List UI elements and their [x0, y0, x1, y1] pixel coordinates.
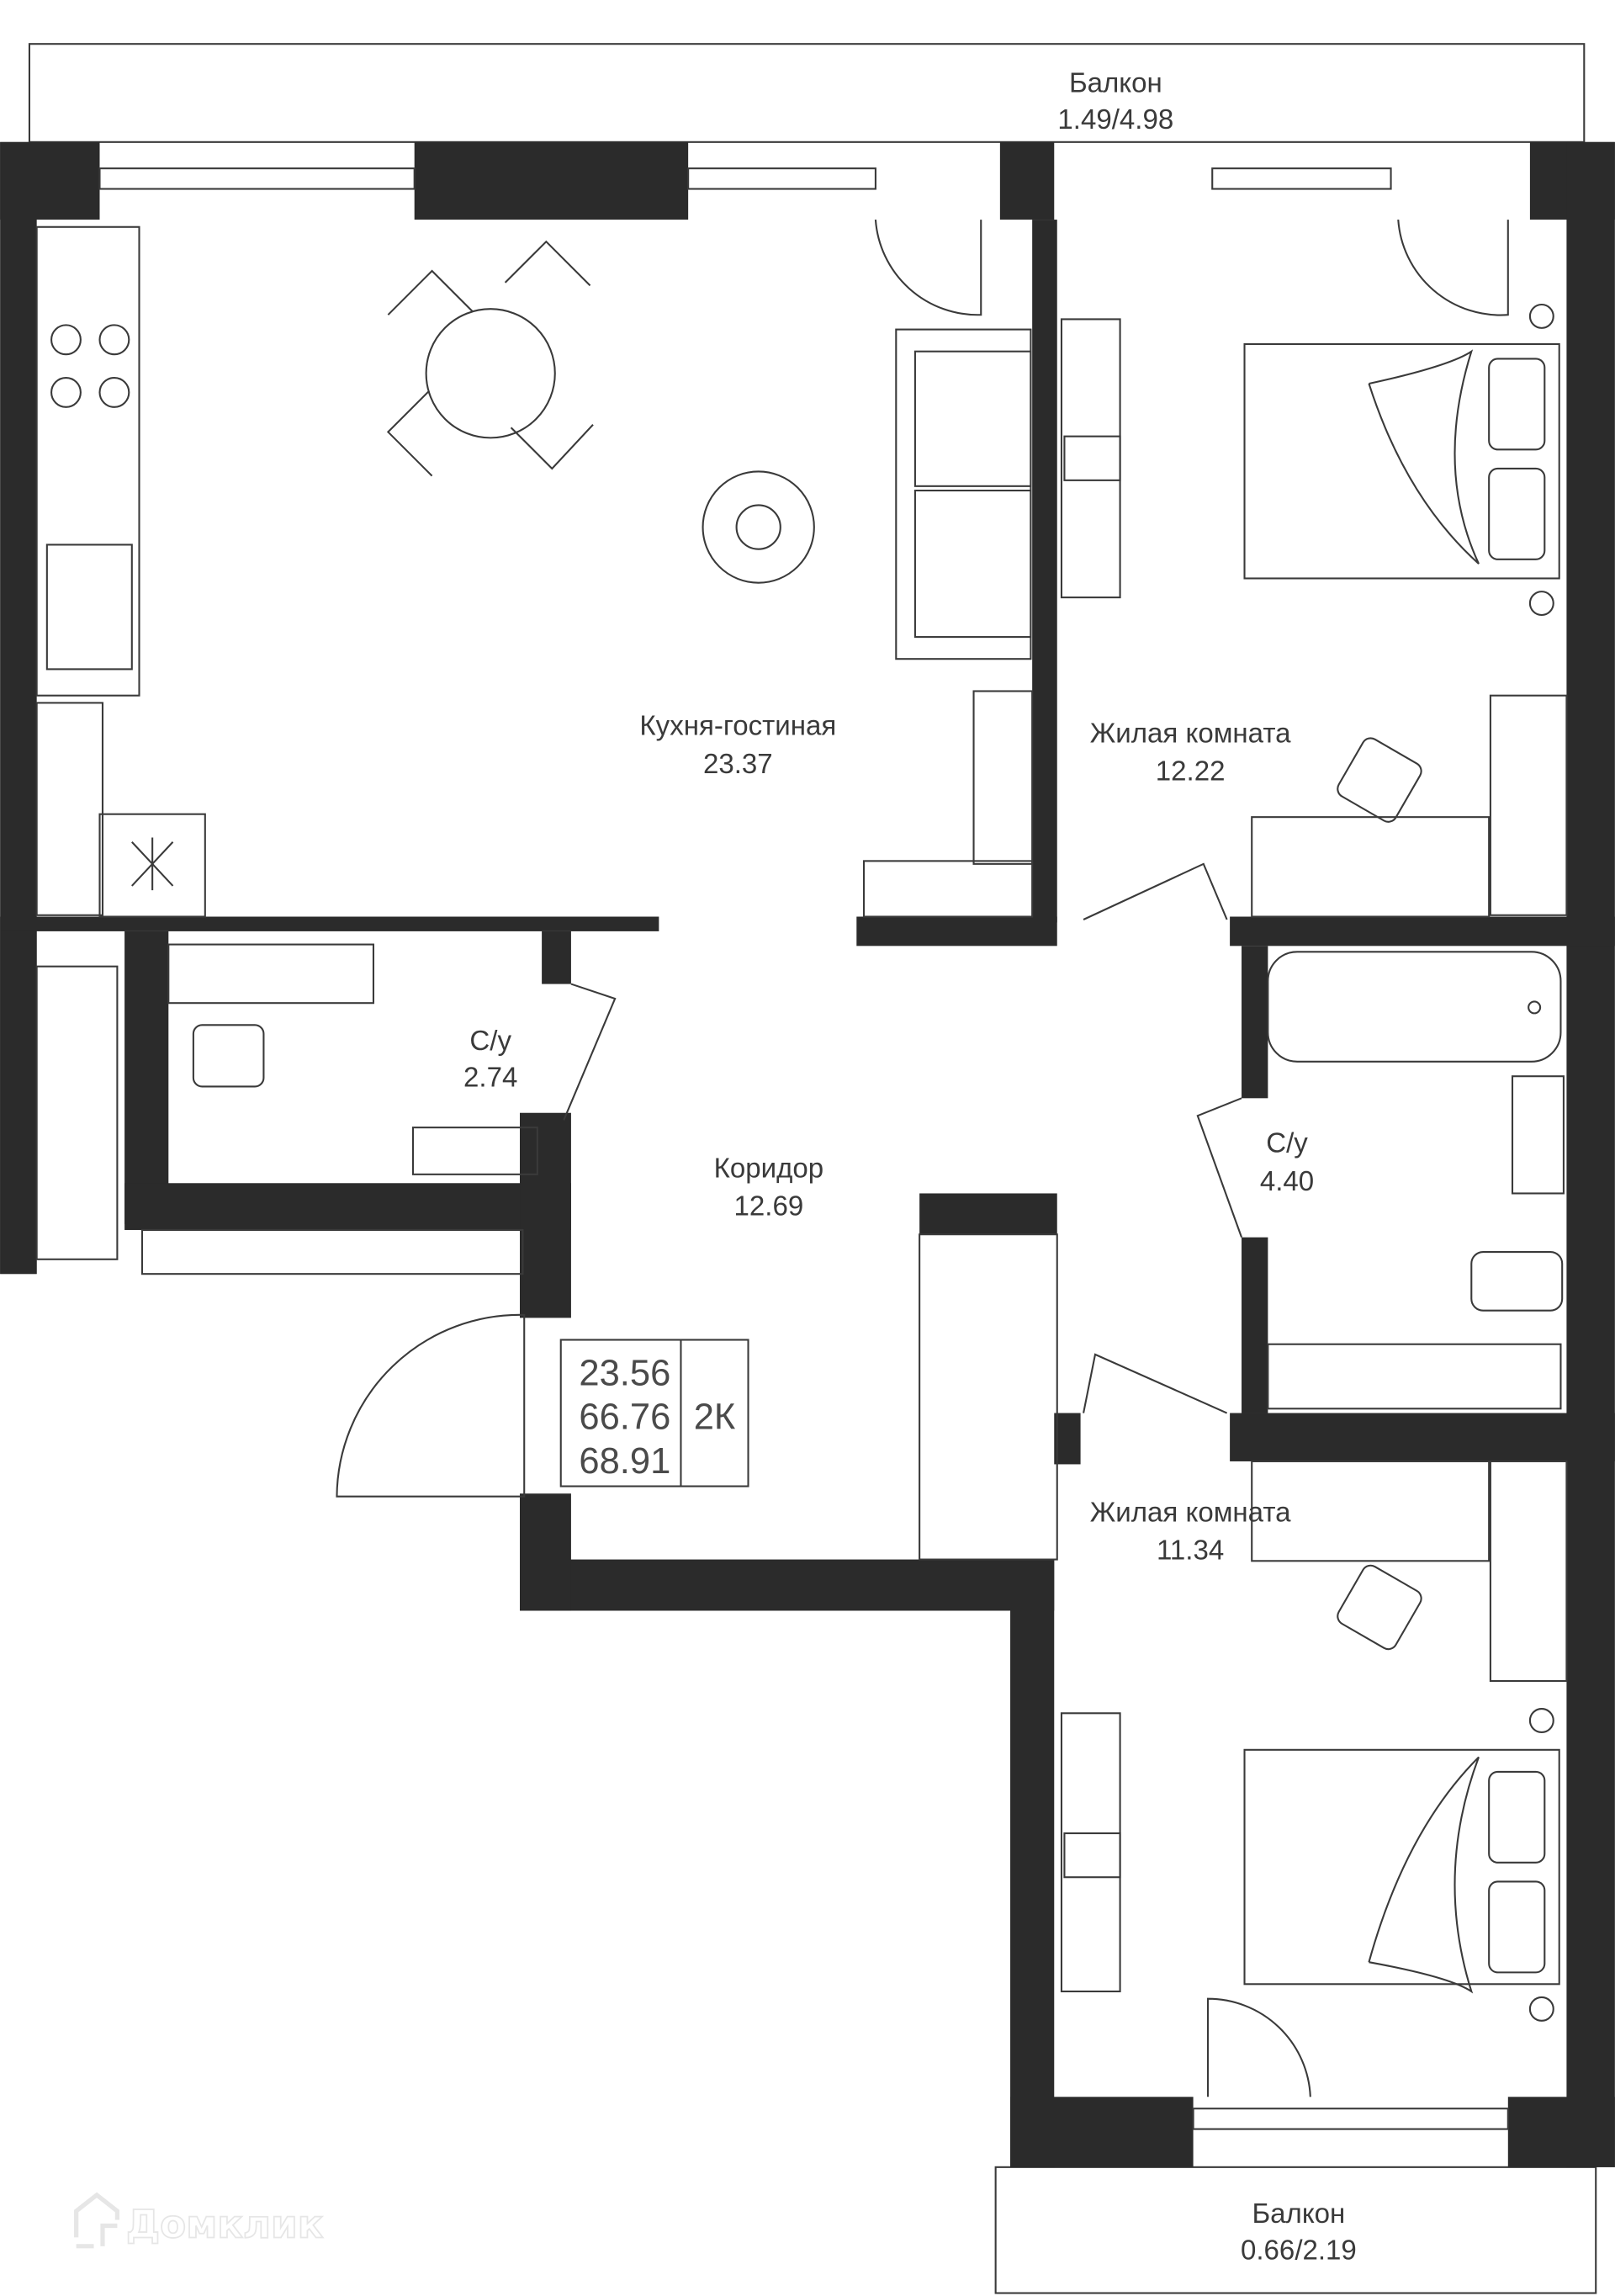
- corridor-area: 12.69: [734, 1191, 804, 1222]
- doors: [336, 219, 1509, 2097]
- total-area: 66.76: [579, 1397, 670, 1438]
- watermark-logo: Домклик: [74, 2192, 325, 2249]
- balcony-bottom-name: Балкон: [1252, 2198, 1346, 2230]
- bedroom-2-name: Жилая комната: [1090, 1497, 1291, 1528]
- corridor-name: Коридор: [714, 1153, 824, 1184]
- bathroom-1-area: 2.74: [463, 1062, 517, 1093]
- walls: [0, 141, 1615, 2167]
- furniture: [35, 225, 1568, 2022]
- balcony-top-area: 1.49/4.98: [1057, 104, 1173, 135]
- area-summary-box: 23.56 66.76 68.91 2К: [559, 1339, 749, 1487]
- watermark-text: Домклик: [126, 2202, 324, 2246]
- kitchen-living-name: Кухня-гостиная: [639, 711, 836, 742]
- living-area: 23.56: [579, 1353, 670, 1393]
- bedroom-1-area: 12.22: [1156, 756, 1226, 787]
- bedroom-2-area: 11.34: [1157, 1535, 1224, 1567]
- total-with-balcony: 68.91: [579, 1441, 670, 1482]
- balcony-bottom: [994, 2166, 1597, 2294]
- balcony-top-name: Балкон: [1069, 68, 1162, 99]
- bathroom-1-name: С/у: [469, 1026, 511, 1057]
- bathroom-2-area: 4.40: [1260, 1166, 1314, 1197]
- bedroom-1-name: Жилая комната: [1090, 718, 1291, 749]
- apartment-type: 2К: [694, 1397, 736, 1438]
- balcony-top: [28, 43, 1586, 143]
- kitchen-living-area: 23.37: [703, 749, 773, 780]
- windows: [98, 167, 1509, 2130]
- bathroom-2-name: С/у: [1266, 1128, 1308, 1159]
- balcony-bottom-area: 0.66/2.19: [1241, 2235, 1357, 2266]
